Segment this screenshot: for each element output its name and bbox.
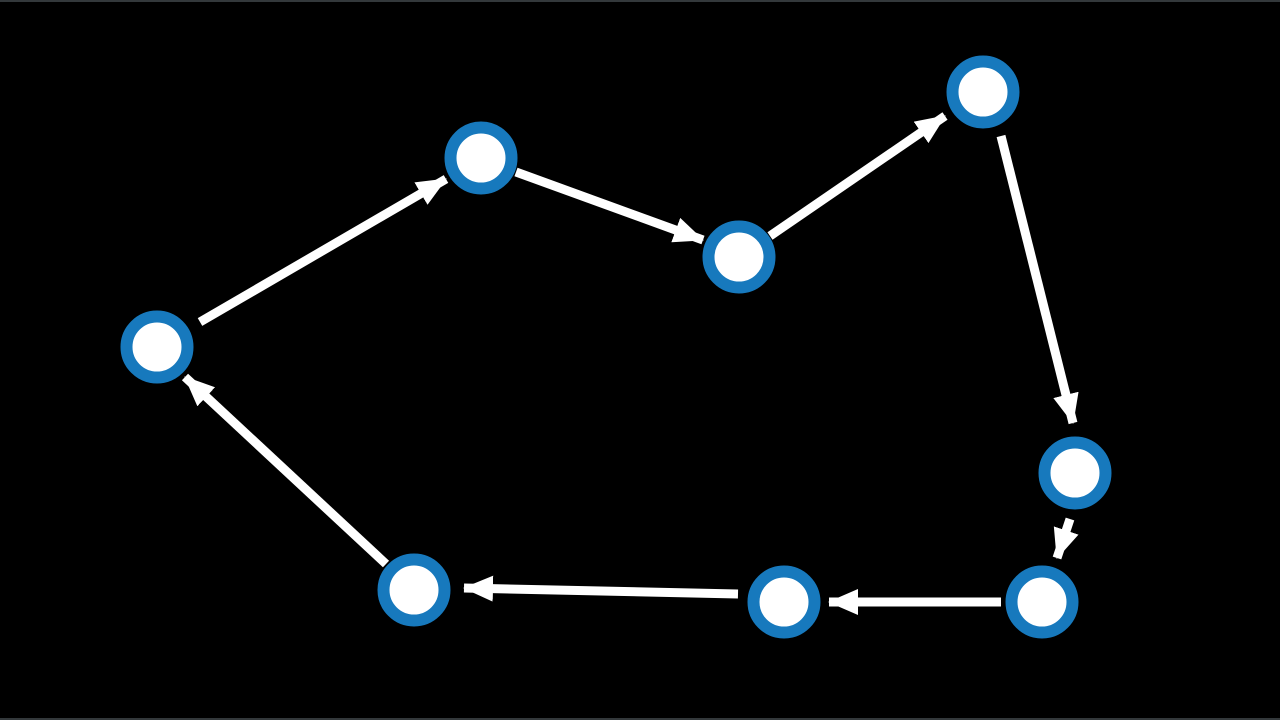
graph-edge-n8-to-n4 [181,373,390,568]
graph-node-n6 [1005,565,1079,639]
graph-edge-n7-to-n8 [463,575,739,602]
frame-edge-bottom [0,718,1280,720]
frame-edge-top [0,0,1280,2]
graph-node-n5 [1038,436,1112,510]
graph-edge-n3-to-n1 [767,112,948,240]
graph-node-n8 [377,553,451,627]
graph-node-n2 [444,121,518,195]
graph-node-n3 [702,220,776,294]
graph-edge-n5-to-n6 [1052,517,1079,560]
graph-node-n4 [120,310,194,384]
graph-edge-n4-to-n2 [197,175,449,326]
graph-edge-n2-to-n3 [514,167,705,245]
graph-edge-n1-to-n5 [996,134,1079,425]
graph-node-n1 [946,55,1020,129]
graph-node-n7 [747,565,821,639]
